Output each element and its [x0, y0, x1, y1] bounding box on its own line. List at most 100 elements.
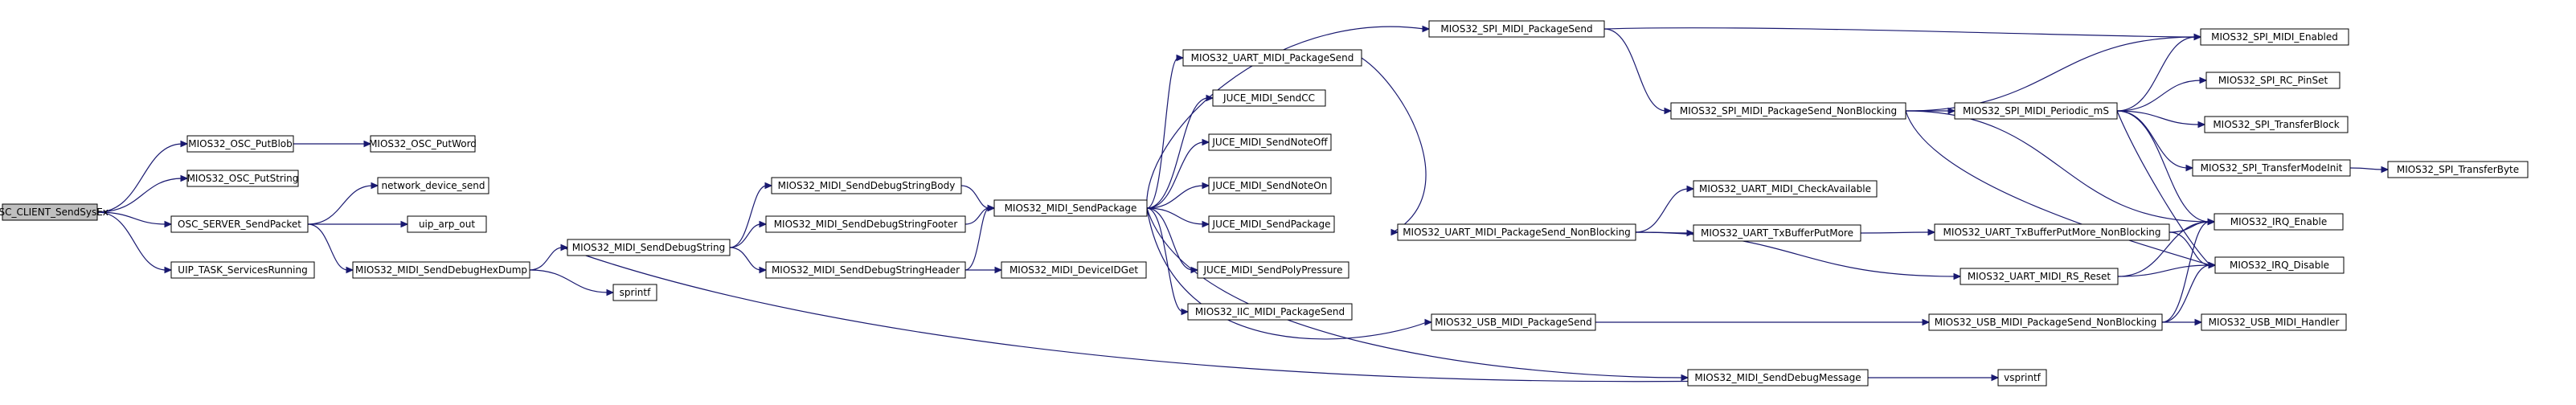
- function-node[interactable]: JUCE_MIDI_SendPolyPressure: [1197, 261, 1349, 279]
- function-node[interactable]: OSC_SERVER_SendPacket: [170, 215, 309, 233]
- node-label: JUCE_MIDI_SendNoteOff: [1211, 137, 1328, 148]
- function-node[interactable]: MIOS32_MIDI_SendPackage: [993, 199, 1148, 217]
- function-node[interactable]: JUCE_MIDI_SendNoteOn: [1208, 177, 1332, 194]
- node-box: [186, 170, 299, 187]
- function-node[interactable]: MIOS32_MIDI_SendDebugStringBody: [771, 177, 962, 194]
- call-edge-line: [96, 178, 183, 213]
- function-node[interactable]: MIOS32_UART_MIDI_PackageSend_NonBlocking: [1397, 223, 1636, 241]
- function-node[interactable]: UIP_TASK_ServicesRunning: [170, 261, 315, 279]
- call-edge-line: [2116, 110, 2201, 125]
- function-node[interactable]: vsprintf: [1997, 369, 2047, 387]
- node-label: uip_arp_out: [419, 219, 475, 230]
- node-label: network_device_send: [381, 180, 485, 191]
- arrowhead-icon: [759, 220, 768, 228]
- call-edge: [729, 247, 768, 274]
- function-node[interactable]: MIOS32_UART_TxBufferPutMore: [1693, 224, 1861, 242]
- function-node[interactable]: MIOS32_SPI_MIDI_PackageSend_NonBlocking: [1670, 102, 1906, 120]
- node-label: MIOS32_MIDI_SendDebugMessage: [1694, 372, 1861, 383]
- function-node[interactable]: MIOS32_UART_MIDI_PackageSend: [1182, 49, 1362, 67]
- function-node[interactable]: sprintf: [612, 284, 657, 301]
- function-node[interactable]: MIOS32_IRQ_Enable: [2214, 213, 2344, 231]
- function-node[interactable]: MIOS32_MIDI_SendDebugMessage: [1687, 369, 1869, 387]
- function-node[interactable]: MIOS32_MIDI_SendDebugHexDump: [352, 261, 530, 279]
- function-node[interactable]: MIOS32_SPI_TransferByte: [2387, 161, 2529, 178]
- function-node[interactable]: MIOS32_SPI_TransferBlock: [2204, 116, 2349, 133]
- call-edge-line: [307, 223, 349, 271]
- call-edge: [1595, 318, 1931, 326]
- node-box: [2, 203, 98, 221]
- arrowhead-icon: [180, 140, 189, 148]
- node-box: [567, 239, 731, 256]
- function-node[interactable]: MIOS32_IIC_MIDI_PackageSend: [1187, 303, 1353, 321]
- call-edge-line: [964, 207, 990, 271]
- call-edge-line: [96, 211, 167, 271]
- node-box: [1428, 20, 1605, 38]
- call-edge: [1146, 207, 1210, 228]
- function-node[interactable]: JUCE_MIDI_SendNoteOff: [1208, 133, 1332, 151]
- node-box: [765, 215, 966, 233]
- function-node[interactable]: network_device_send: [377, 177, 489, 194]
- call-edge-line: [729, 247, 762, 271]
- call-edge: [729, 182, 773, 248]
- node-label: MIOS32_UART_MIDI_PackageSend_NonBlocking: [1403, 227, 1631, 238]
- node-box: [1208, 133, 1332, 151]
- arrowhead-icon: [2197, 121, 2206, 129]
- function-node[interactable]: MIOS32_SPI_RC_PinSet: [2205, 72, 2341, 89]
- function-node[interactable]: MIOS32_OSC_PutBlob: [186, 135, 294, 153]
- function-node[interactable]: MIOS32_MIDI_SendDebugStringFooter: [765, 215, 966, 233]
- arrowhead-icon: [1991, 374, 2000, 382]
- node-label: MIOS32_USB_MIDI_PackageSend_NonBlocking: [1935, 317, 2156, 328]
- function-node[interactable]: JUCE_MIDI_SendCC: [1212, 89, 1326, 107]
- node-label: MIOS32_UART_MIDI_RS_Reset: [1968, 271, 2111, 282]
- node-box: [407, 215, 487, 233]
- call-edge-line: [960, 185, 990, 209]
- node-box: [1997, 369, 2047, 387]
- function-node[interactable]: MIOS32_OSC_PutString: [186, 170, 299, 187]
- node-label: MIOS32_MIDI_SendDebugStringHeader: [772, 264, 960, 276]
- node-box: [1934, 223, 2170, 241]
- node-box: [370, 135, 476, 153]
- function-node[interactable]: MIOS32_UART_MIDI_CheckAvailable: [1693, 180, 1878, 198]
- function-node[interactable]: MIOS32_MIDI_SendDebugString: [567, 239, 731, 256]
- function-node[interactable]: MIOS32_MIDI_SendDebugStringHeader: [765, 261, 966, 279]
- arrowhead-icon: [1686, 185, 1695, 193]
- function-node[interactable]: MIOS32_USB_MIDI_PackageSend: [1431, 313, 1596, 331]
- function-node[interactable]: MIOS32_UART_TxBufferPutMore_NonBlocking: [1934, 223, 2170, 241]
- node-box: [993, 199, 1148, 217]
- node-label: MIOS32_SPI_TransferByte: [2397, 164, 2519, 175]
- call-edges: [96, 25, 2390, 382]
- function-node[interactable]: JUCE_MIDI_SendPackage: [1208, 215, 1335, 233]
- function-node[interactable]: MIOS32_SPI_TransferModeInit: [2192, 159, 2351, 177]
- function-node[interactable]: MIOS32_USB_MIDI_PackageSend_NonBlocking: [1928, 313, 2163, 331]
- call-edge: [2161, 261, 2217, 323]
- function-node[interactable]: MIOS32_SPI_MIDI_PackageSend: [1428, 20, 1605, 38]
- arrowhead-icon: [1176, 54, 1185, 62]
- arrowhead-icon: [1390, 228, 1399, 236]
- arrowhead-icon: [994, 266, 1003, 274]
- arrowhead-icon: [987, 204, 996, 212]
- function-node[interactable]: MIOS32_MIDI_DeviceIDGet: [1001, 261, 1147, 279]
- call-edge: [96, 140, 189, 213]
- node-label: MIOS32_MIDI_SendDebugStringFooter: [774, 219, 958, 230]
- arrowhead-icon: [1681, 374, 1689, 382]
- node-label: sprintf: [620, 287, 651, 298]
- call-edge: [2116, 110, 2217, 269]
- function-node[interactable]: MIOS32_USB_MIDI_Handler: [2201, 313, 2347, 331]
- node-box: [2204, 116, 2349, 133]
- call-edge: [964, 204, 996, 271]
- call-edge: [2116, 33, 2202, 112]
- call-edge: [1361, 57, 1427, 236]
- function-node[interactable]: MIOS32_UART_MIDI_RS_Reset: [1960, 268, 2119, 285]
- function-node[interactable]: MIOS32_SPI_MIDI_Periodic_mS: [1954, 102, 2118, 120]
- node-box: [1431, 313, 1596, 331]
- call-edge: [1868, 374, 2000, 382]
- function-node[interactable]: uip_arp_out: [407, 215, 487, 233]
- root-function-node[interactable]: OSC_CLIENT_SendSysEx: [0, 203, 109, 221]
- call-edge: [1905, 110, 2217, 269]
- call-edge-line: [96, 211, 167, 225]
- function-node[interactable]: MIOS32_SPI_MIDI_Enabled: [2200, 28, 2349, 46]
- function-node[interactable]: MIOS32_IRQ_Disable: [2214, 256, 2345, 274]
- node-label: JUCE_MIDI_SendNoteOn: [1212, 180, 1328, 191]
- call-edge: [1146, 207, 1689, 382]
- function-node[interactable]: MIOS32_OSC_PutWord: [369, 135, 477, 153]
